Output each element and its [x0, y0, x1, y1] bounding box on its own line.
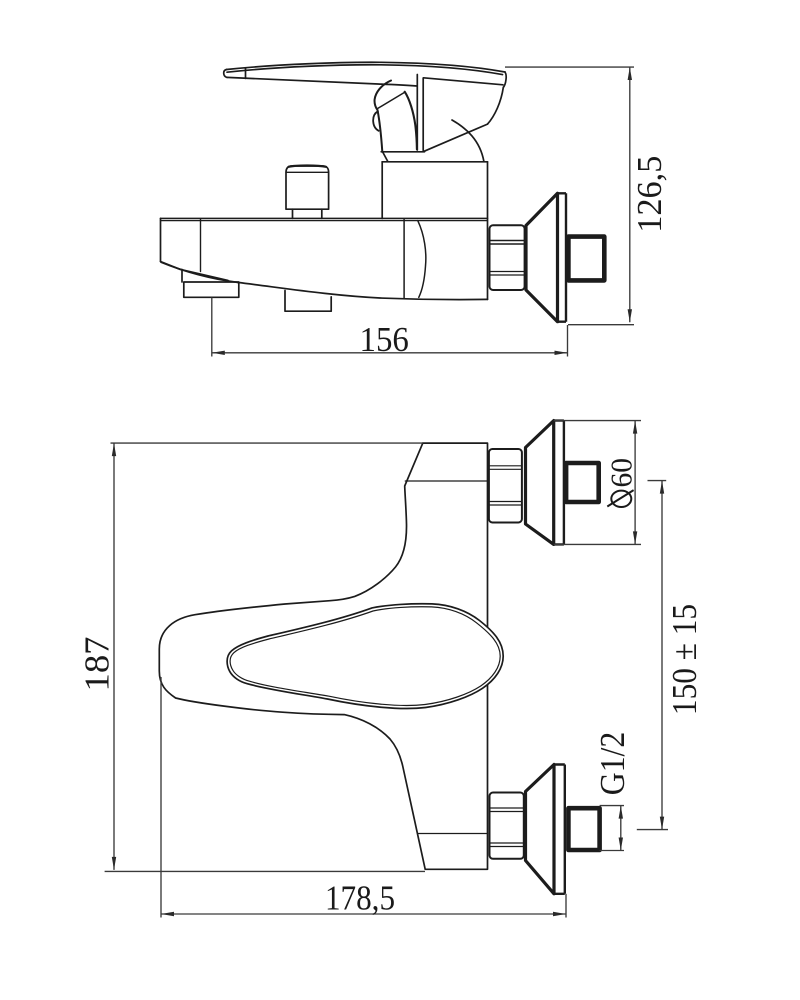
svg-text:G1/2: G1/2	[594, 732, 633, 795]
svg-text:60: 60	[604, 458, 639, 487]
svg-text:156: 156	[360, 321, 409, 359]
svg-text:150 ± 15: 150 ± 15	[666, 604, 705, 715]
svg-text:187: 187	[77, 636, 116, 691]
svg-text:178,5: 178,5	[325, 879, 395, 918]
svg-text:126,5: 126,5	[631, 156, 669, 233]
